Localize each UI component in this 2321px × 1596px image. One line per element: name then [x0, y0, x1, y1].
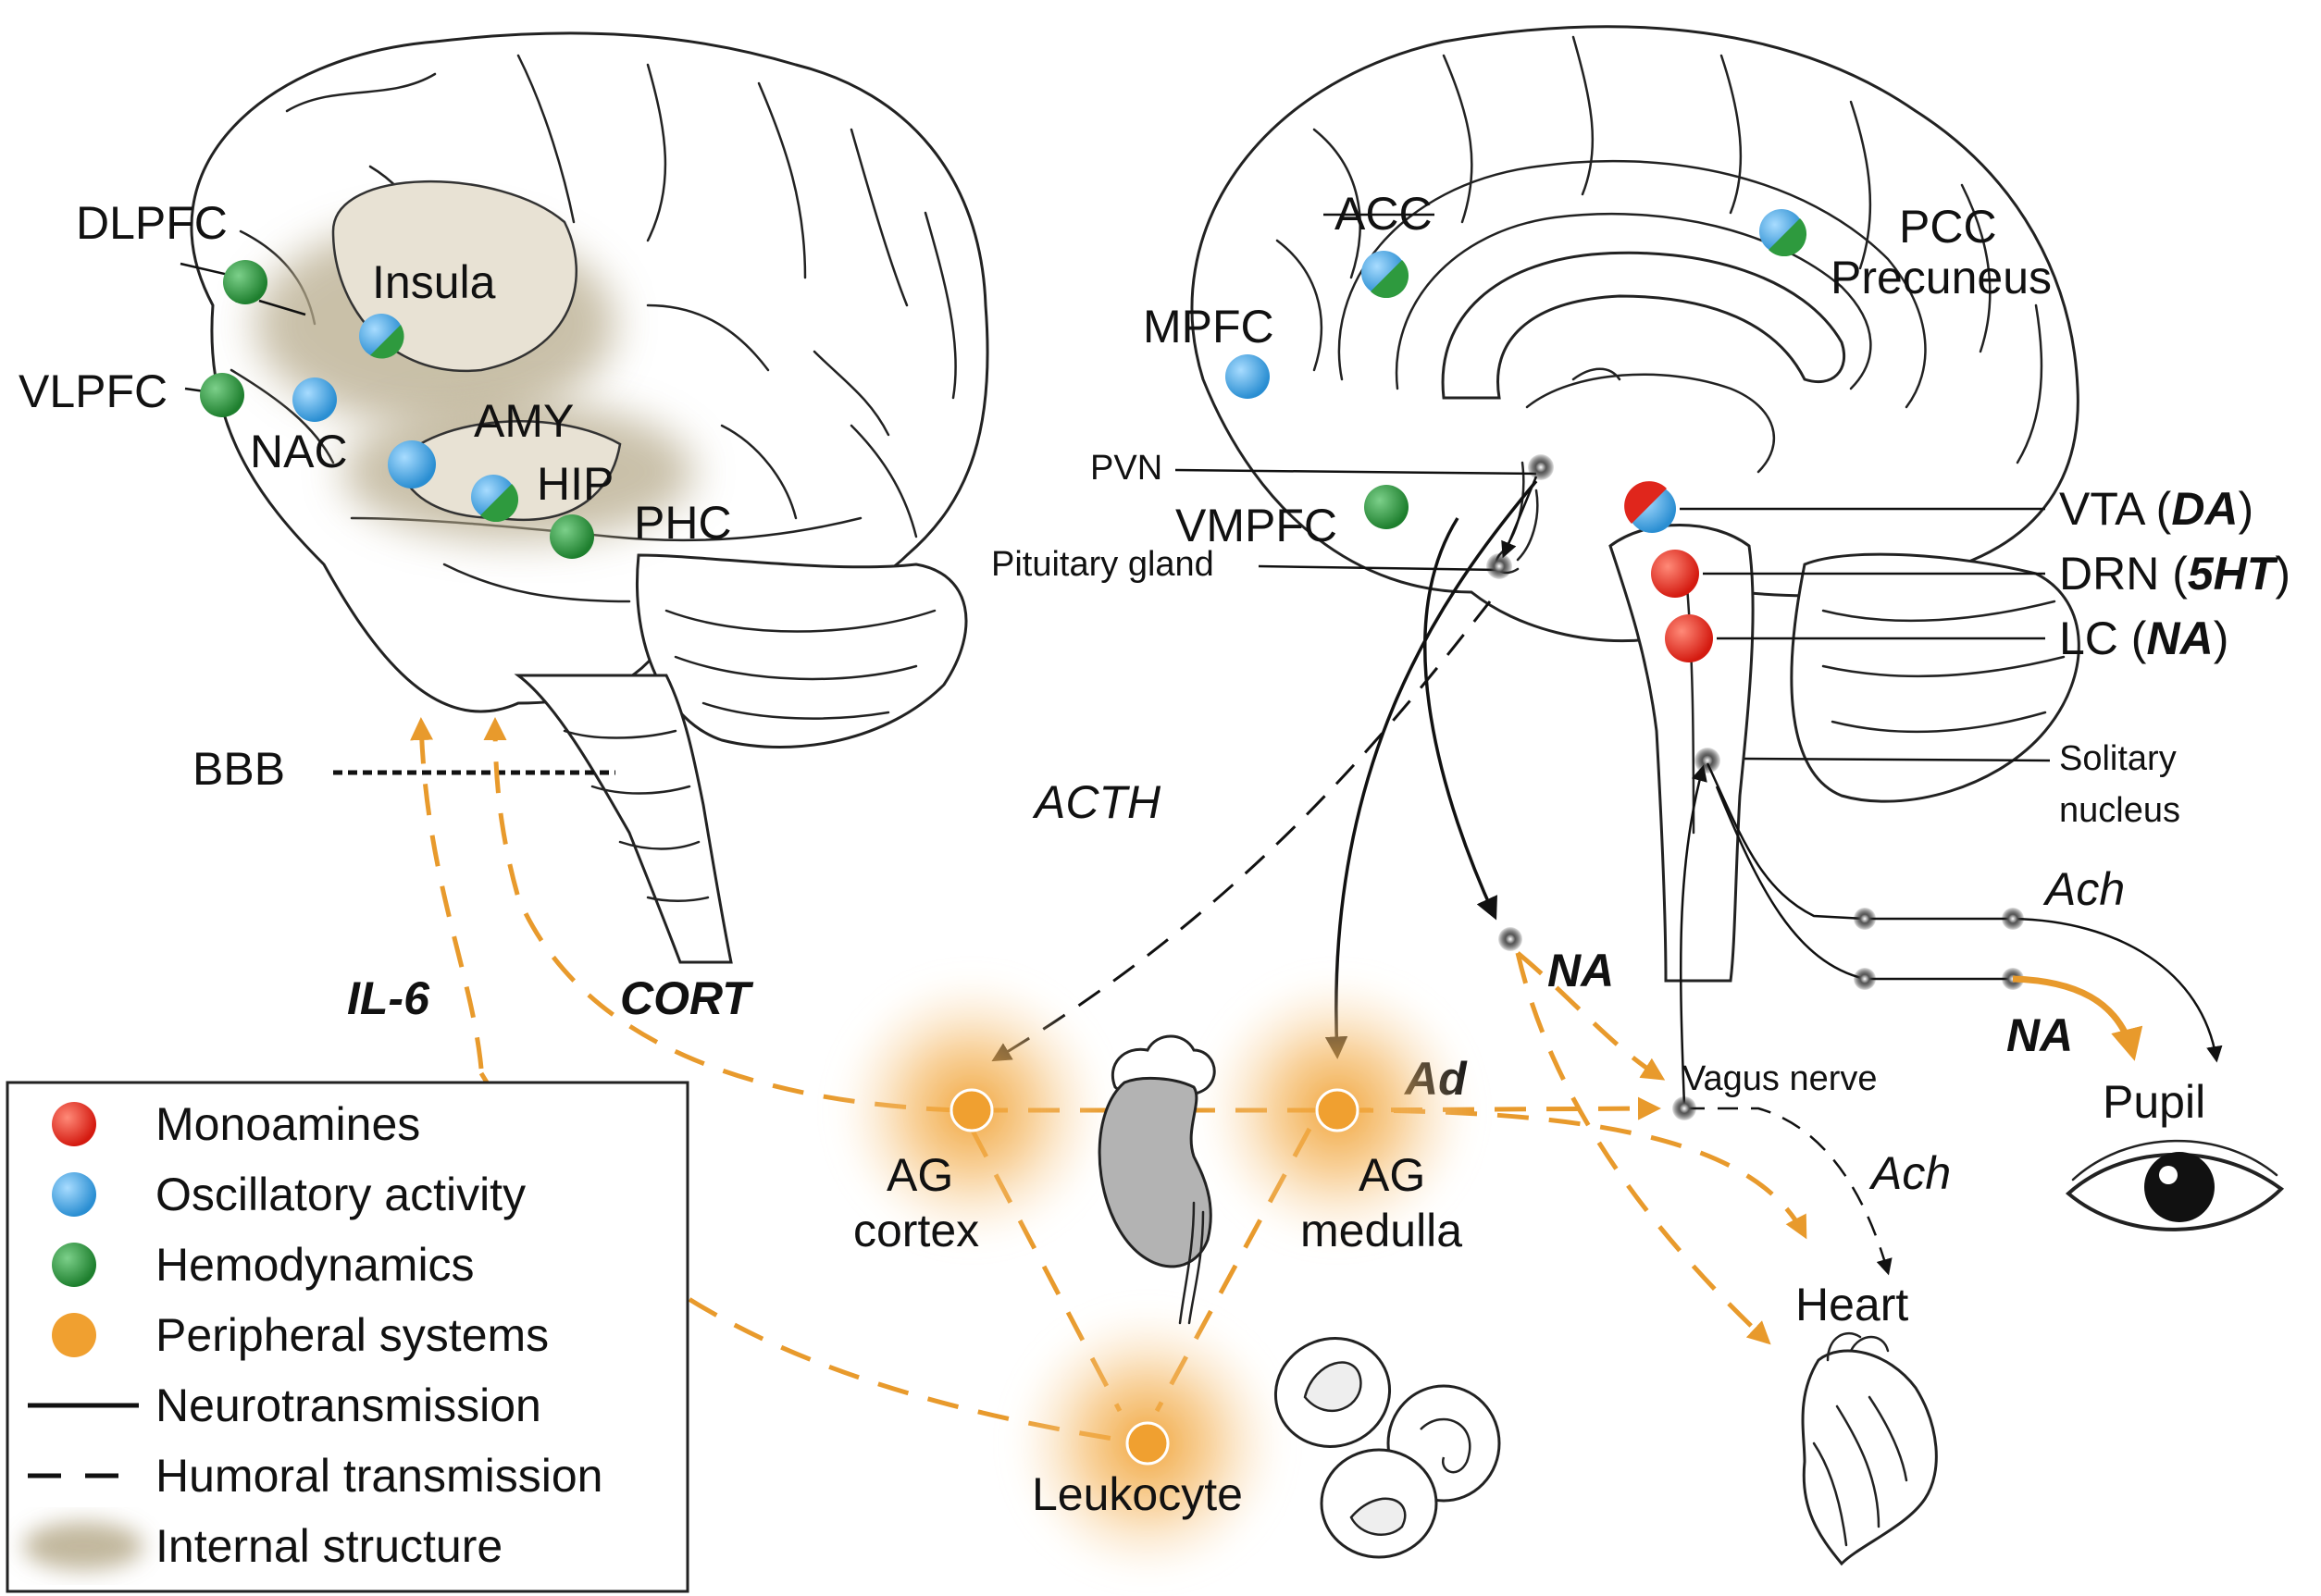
- dot-phc: [550, 514, 594, 559]
- legend-item: Internal structure: [23, 1520, 503, 1572]
- label-heart: Heart: [1795, 1279, 1908, 1330]
- legend-label: Monoamines: [155, 1098, 420, 1150]
- label-ach-1: Ach: [2042, 863, 2125, 915]
- legend-swatch: [23, 1522, 143, 1570]
- label-precuneus: Precuneus: [1831, 252, 2052, 303]
- eye-icon: [2065, 1139, 2285, 1231]
- internal-structures: [254, 179, 694, 541]
- neurotransmission-paths: [1324, 476, 2223, 1276]
- label-lc: LC (NA): [2059, 612, 2228, 664]
- right-region-labels: ACC MPFC VMPFC PCC Precuneus PVN Pituita…: [991, 188, 2180, 830]
- legend-item: Neurotransmission: [28, 1379, 541, 1431]
- label-hip: HIP: [537, 458, 614, 510]
- label-ag-medulla-2: medulla: [1300, 1205, 1462, 1256]
- legend-swatch: [52, 1172, 96, 1217]
- legend-item: Humoral transmission: [28, 1450, 602, 1502]
- dot-nac: [292, 377, 337, 422]
- node-leukocyte: [1125, 1421, 1170, 1466]
- legend-label: Internal structure: [155, 1520, 503, 1572]
- bbb-marker: BBB: [192, 743, 615, 795]
- label-vagus: Vagus nerve: [1682, 1059, 1878, 1098]
- dot-pituitary: [1486, 553, 1512, 579]
- label-phc: PHC: [634, 497, 732, 549]
- dot-solitary: [1694, 748, 1720, 773]
- label-ach-2: Ach: [1868, 1147, 1951, 1199]
- label-vta: VTA (DA): [2059, 483, 2253, 535]
- dot-drn: [1651, 550, 1699, 598]
- label-acth: ACTH: [1032, 776, 1161, 828]
- legend-item: Monoamines: [52, 1098, 420, 1150]
- label-pupil: Pupil: [2103, 1076, 2205, 1128]
- dot-dlpfc: [223, 260, 267, 304]
- heart-icon: [1801, 1331, 1938, 1566]
- label-vlpfc: VLPFC: [19, 365, 168, 417]
- dot-pvn: [1528, 454, 1554, 480]
- legend-box: [6, 1081, 689, 1593]
- legend-label: Neurotransmission: [155, 1379, 541, 1431]
- node-ag-cortex: [950, 1088, 994, 1132]
- dot-lc: [1665, 614, 1713, 662]
- label-ag-cortex-2: cortex: [853, 1205, 979, 1256]
- dot-hip: [471, 475, 519, 523]
- label-bbb: BBB: [192, 743, 285, 795]
- label-ag-medulla-1: AG: [1359, 1149, 1425, 1201]
- label-pvn: PVN: [1090, 449, 1162, 488]
- label-leukocyte: Leukocyte: [1032, 1468, 1243, 1520]
- legend-label: Hemodynamics: [155, 1239, 475, 1291]
- left-region-labels: DLPFC VLPFC Insula NAC AMY HIP PHC: [19, 197, 732, 549]
- label-insula: Insula: [372, 256, 496, 308]
- left-region-dots: [200, 260, 594, 559]
- dot-insula: [359, 314, 404, 359]
- legend-swatch: [52, 1102, 96, 1146]
- label-il6: IL-6: [347, 972, 430, 1024]
- label-vmpfc: VMPFC: [1175, 500, 1337, 551]
- dot-amy: [388, 440, 436, 489]
- legend-swatch: [52, 1243, 96, 1287]
- label-solitary-1: Solitary: [2059, 739, 2177, 778]
- label-amy: AMY: [474, 395, 574, 447]
- label-drn: DRN (5HT): [2059, 548, 2290, 600]
- blood-cells-icon: [1273, 1337, 1501, 1559]
- legend-label: Oscillatory activity: [155, 1169, 526, 1220]
- label-mpfc: MPFC: [1143, 301, 1274, 353]
- legend-item: Hemodynamics: [52, 1239, 475, 1291]
- label-na-1: NA: [1547, 945, 1614, 996]
- label-na-2: NA: [2006, 1009, 2073, 1061]
- label-pcc: PCC: [1899, 201, 1997, 253]
- label-nac: NAC: [250, 426, 348, 477]
- legend-item: Oscillatory activity: [52, 1169, 526, 1220]
- peripheral-nodes: AG cortex AG medulla Leukocyte Heart Pup…: [833, 971, 2205, 1582]
- right-region-dots: [1225, 209, 1807, 773]
- label-pituitary: Pituitary gland: [991, 545, 1214, 584]
- label-solitary-2: nucleus: [2059, 791, 2180, 830]
- label-dlpfc: DLPFC: [76, 197, 228, 249]
- dot-vta: [1624, 481, 1676, 533]
- dot-vlpfc: [200, 373, 244, 417]
- legend-item: Peripheral systems: [52, 1309, 549, 1361]
- legend-label: Peripheral systems: [155, 1309, 549, 1361]
- dot-vmpfc: [1364, 485, 1409, 529]
- legend-label: Humoral transmission: [155, 1450, 602, 1502]
- label-ag-cortex-1: AG: [887, 1149, 953, 1201]
- dot-mpfc: [1225, 354, 1270, 399]
- node-ag-medulla: [1315, 1088, 1359, 1132]
- legend-swatch: [52, 1313, 96, 1357]
- dot-acc: [1361, 251, 1409, 299]
- nuclei-labels: VTA (DA) DRN (5HT) LC (NA): [1680, 483, 2290, 664]
- dot-pcc: [1759, 209, 1807, 257]
- label-cort: CORT: [620, 972, 754, 1024]
- kidney-icon: [1098, 1034, 1216, 1325]
